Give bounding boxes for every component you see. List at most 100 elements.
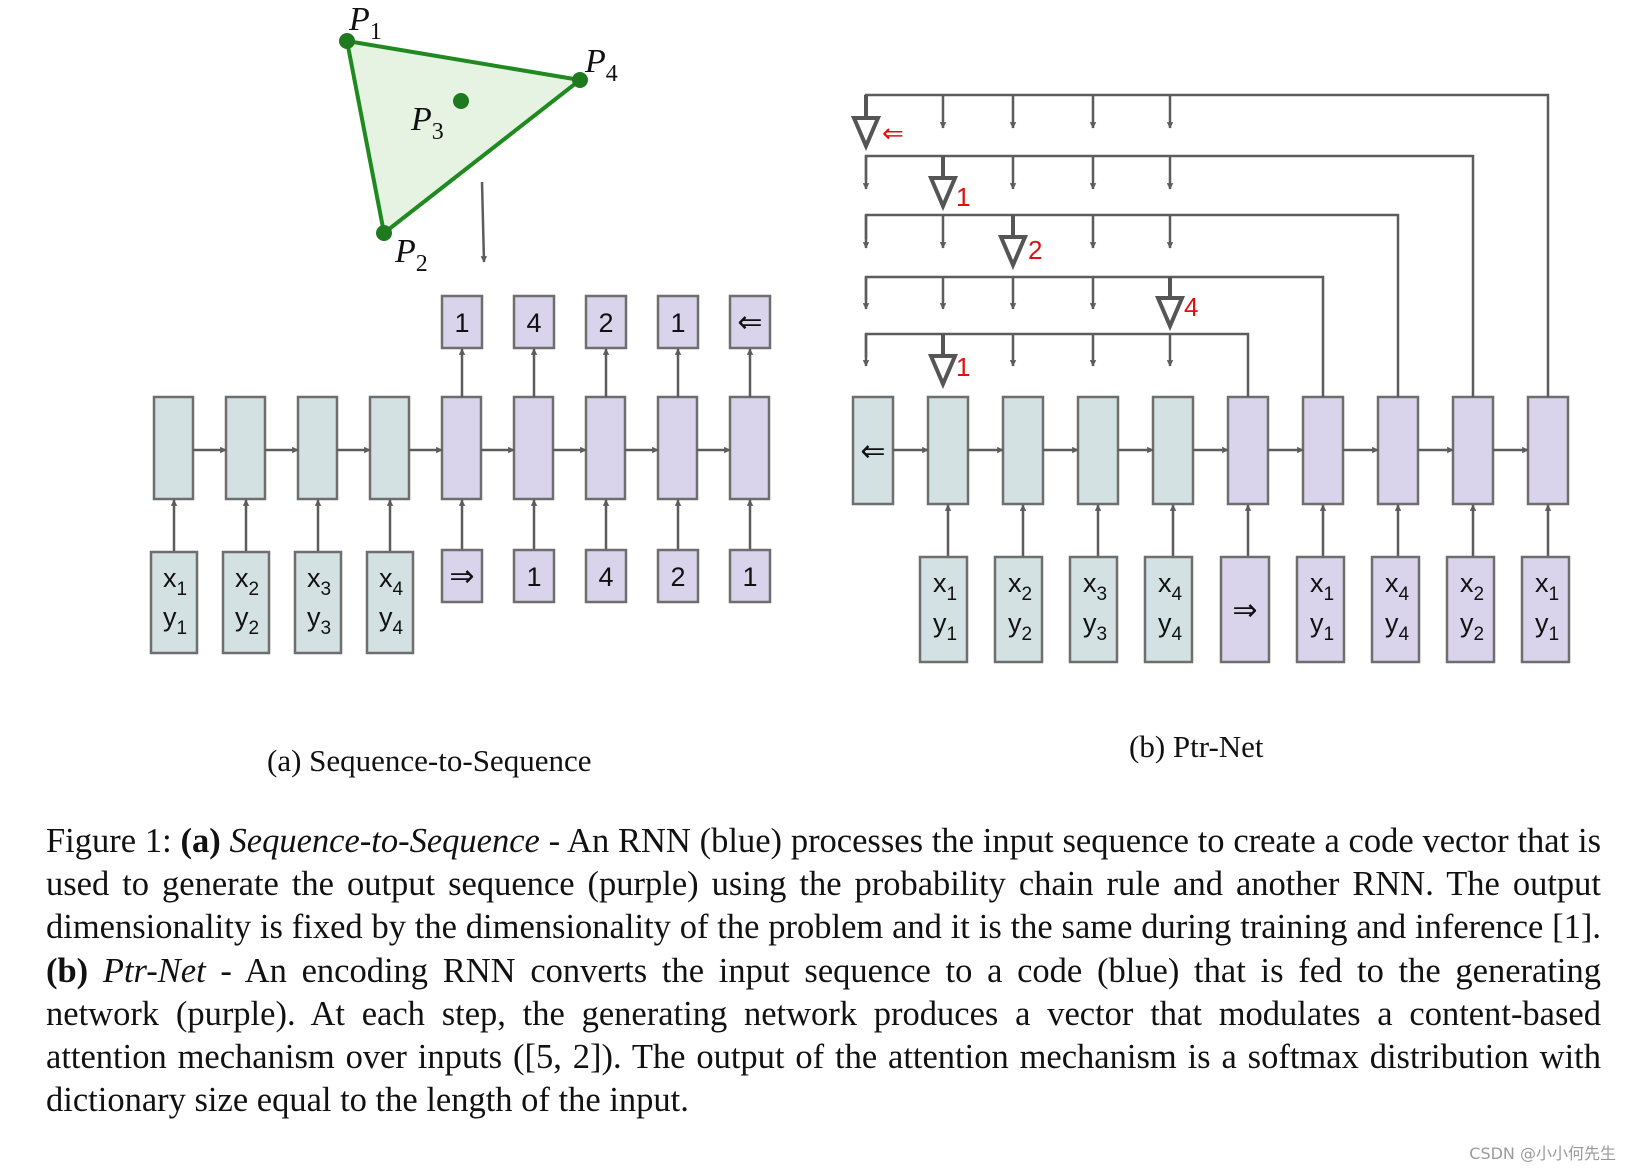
svg-text:x2: x2	[235, 563, 259, 600]
svg-text:1: 1	[454, 308, 469, 338]
seq2seq-encoder-input: x2 y2	[221, 550, 271, 655]
seq2seq-decoder-input: 4	[584, 548, 628, 604]
label-p3: P3	[410, 101, 444, 145]
ptrnet-decoder-input: x1 y1	[1295, 555, 1346, 664]
caption-a-title: Sequence-to-Sequence	[229, 822, 540, 860]
label-p2: P2	[394, 233, 428, 277]
ptrnet-encoder-input: x4 y4	[1143, 555, 1194, 664]
seq2seq-decoder-output: ⇐	[728, 294, 772, 350]
svg-text:y3: y3	[307, 602, 331, 639]
svg-text:x4: x4	[379, 563, 404, 600]
ptrnet-decoder-input: x2 y2	[1445, 555, 1496, 664]
ptrnet-decoder-cell	[1451, 395, 1495, 506]
ptrnet-attention-arrows	[862, 95, 1174, 367]
figure-1-diagram: P1 P4 P3 P2	[149, 1, 1571, 664]
seq2seq-encoder-input: x4 y4	[365, 550, 415, 655]
seq2seq-decoder-cell	[440, 395, 483, 501]
svg-text:1: 1	[526, 562, 541, 592]
seq2seq-decoder-cell	[728, 395, 771, 501]
seq2seq-decoder-input: 2	[656, 548, 700, 604]
svg-text:⇐: ⇐	[860, 435, 885, 468]
seq2seq-encoder-input: x3 y3	[293, 550, 343, 655]
svg-text:2: 2	[598, 308, 613, 338]
convex-hull-triangle: P1 P4 P3 P2	[339, 1, 618, 277]
ptrnet-decoder-input: x1 y1	[1520, 555, 1571, 664]
ptrnet-network: ⇐	[850, 93, 1571, 664]
svg-text:1: 1	[742, 562, 757, 592]
seq2seq-decoder-input: 1	[728, 548, 772, 604]
svg-text:4: 4	[526, 308, 541, 338]
svg-text:2: 2	[670, 562, 685, 592]
ptrnet-input-arrows	[944, 504, 1552, 557]
seq2seq-decoder-output: 2	[584, 294, 628, 350]
seq2seq-decoder-input: 1	[512, 548, 556, 604]
watermark: CSDN @小小何先生	[1469, 1144, 1616, 1163]
ptrnet-decoder-start-input: ⇒	[1219, 555, 1271, 664]
figure-caption: Figure 1: (a) Sequence-to-Sequence - An …	[46, 820, 1601, 1122]
seq2seq-decoder-cell	[656, 395, 699, 501]
ptrnet-encoder-input: x1 y1	[918, 555, 969, 664]
point-p2	[376, 225, 392, 241]
svg-text:y2: y2	[1460, 608, 1484, 645]
svg-text:1: 1	[670, 308, 685, 338]
caption-b-title: Ptr-Net	[102, 951, 206, 990]
caption-a-text: - An RNN (blue) processes the input sequ…	[46, 822, 1602, 947]
ptrnet-encoder-cell	[1151, 395, 1195, 506]
ptrnet-decoder-input: x4 y4	[1370, 555, 1421, 664]
pointer-label: ⇐	[882, 118, 904, 148]
caption-a-label: (a)	[180, 822, 221, 860]
svg-text:x1: x1	[933, 568, 957, 605]
caption-figure-label: Figure 1:	[46, 822, 172, 860]
ptrnet-decoder-cell	[1526, 395, 1570, 506]
seq2seq-decoder-output: 1	[656, 294, 700, 350]
svg-text:x4: x4	[1385, 568, 1410, 605]
seq2seq-input-arrows	[170, 499, 754, 552]
svg-text:x1: x1	[1535, 568, 1559, 605]
subcaption-b: (b) Ptr-Net	[1129, 729, 1264, 764]
svg-text:x3: x3	[1083, 568, 1107, 605]
label-p4: P4	[584, 43, 618, 87]
seq2seq-decoder-output: 1	[440, 294, 484, 350]
svg-text:y4: y4	[1158, 608, 1183, 645]
seq2seq-decoder-input: ⇒	[440, 548, 484, 604]
svg-text:x3: x3	[307, 563, 331, 600]
caption-b-label: (b)	[46, 951, 89, 990]
svg-text:x1: x1	[1310, 568, 1334, 605]
ptrnet-decoder-cell	[1301, 395, 1345, 506]
ptrnet-decoder-cell	[1226, 395, 1270, 506]
ptrnet-encoder-input: x2 y2	[993, 555, 1044, 664]
svg-text:x1: x1	[163, 563, 187, 600]
svg-text:y1: y1	[1535, 608, 1559, 645]
svg-text:⇐: ⇐	[737, 306, 762, 339]
pointer-label: 4	[1184, 292, 1198, 322]
seq2seq-output-arrows	[458, 348, 754, 397]
pointer-label: 2	[1028, 235, 1042, 265]
seq2seq-encoder-cell	[296, 395, 339, 501]
seq2seq-decoder-cell	[584, 395, 627, 501]
subcaption-a: (a) Sequence-to-Sequence	[267, 743, 592, 778]
seq2seq-decoder-output: 4	[512, 294, 556, 350]
svg-text:y1: y1	[933, 608, 957, 645]
triangle-to-outputs-arrow	[480, 181, 488, 263]
seq2seq-encoder-input: x1 y1	[149, 550, 199, 655]
seq2seq-network: x1 y1 x2 y2 x3 y3 x4 y4 ⇒	[149, 294, 772, 655]
ptrnet-encoder-cell	[1076, 395, 1120, 506]
seq2seq-encoder-cell	[368, 395, 411, 501]
svg-text:⇒: ⇒	[449, 560, 474, 593]
svg-text:⇒: ⇒	[1232, 594, 1257, 627]
ptrnet-encoder-cell	[926, 395, 970, 506]
svg-text:y4: y4	[379, 602, 404, 639]
svg-text:x4: x4	[1158, 568, 1183, 605]
svg-text:x2: x2	[1460, 568, 1484, 605]
label-p1: P1	[348, 1, 382, 45]
svg-text:4: 4	[598, 562, 613, 592]
svg-text:y1: y1	[163, 602, 187, 639]
point-p4	[572, 72, 588, 88]
pointer-label: 1	[956, 352, 970, 382]
svg-text:y4: y4	[1385, 608, 1410, 645]
svg-text:x2: x2	[1008, 568, 1032, 605]
point-p1	[339, 33, 355, 49]
seq2seq-encoder-cell	[152, 395, 195, 501]
caption-b-text: - An encoding RNN converts the input seq…	[46, 951, 1602, 1120]
point-p3	[453, 93, 469, 109]
